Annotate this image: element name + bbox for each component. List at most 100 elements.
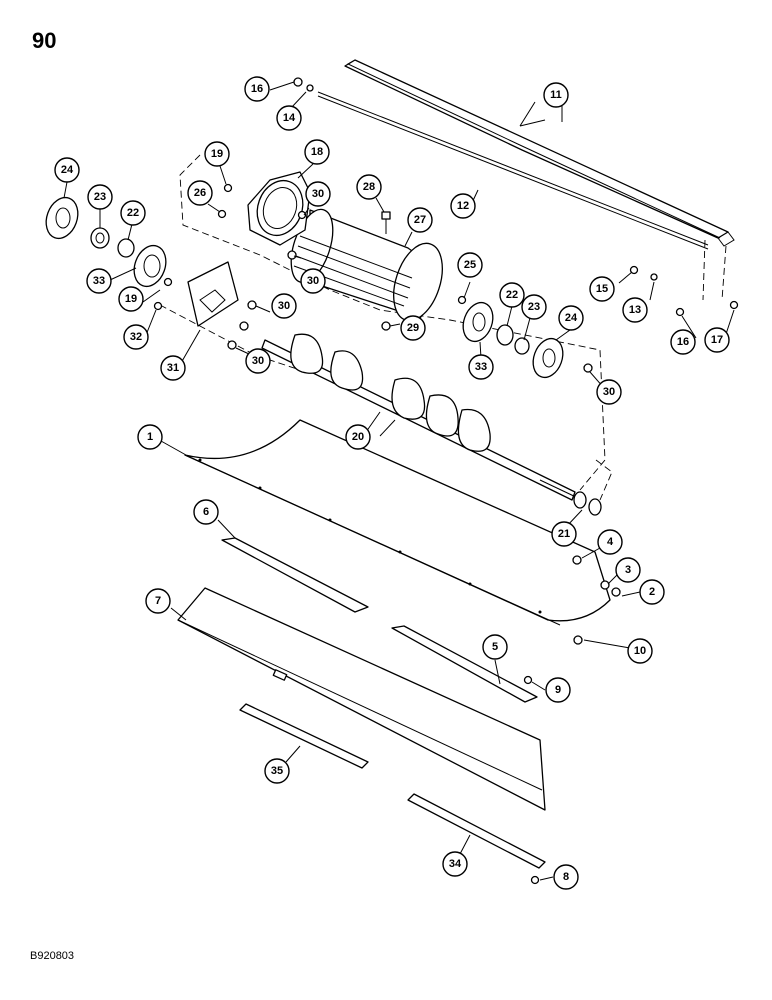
callout-label: 19 [211, 148, 223, 160]
callout-label: 15 [596, 283, 608, 295]
callout: 30 [245, 348, 271, 374]
callout-label: 5 [492, 641, 498, 653]
callout-label: 4 [607, 536, 614, 548]
rod [317, 91, 709, 250]
callout: 1 [137, 424, 163, 450]
trough [184, 419, 611, 626]
callout: 24 [558, 305, 584, 331]
callout: 26 [187, 180, 213, 206]
callout: 24 [54, 157, 80, 183]
strip-35 [239, 703, 369, 769]
callout: 21 [551, 521, 577, 547]
callout-label: 33 [475, 361, 487, 373]
callout: 31 [160, 355, 186, 381]
callout-label: 31 [167, 362, 179, 374]
callout: 25 [457, 252, 483, 278]
callout: 23 [87, 184, 113, 210]
callout-label: 8 [563, 871, 569, 883]
assembly-outline [179, 154, 613, 501]
callout-label: 29 [407, 322, 419, 334]
callout-label: 30 [252, 355, 264, 367]
callout-label: 23 [528, 301, 540, 313]
callout: 28 [356, 174, 382, 200]
callout-label: 16 [251, 83, 263, 95]
callout: 3 [615, 557, 641, 583]
callout: 22 [499, 282, 525, 308]
callout: 35 [264, 758, 290, 784]
callout: 5 [482, 634, 508, 660]
callout-label: 2 [649, 586, 655, 598]
callout: 8 [553, 864, 579, 890]
callout-label: 17 [711, 334, 723, 346]
callout-label: 35 [271, 765, 283, 777]
right-bearing-stack [462, 301, 564, 379]
callout-label: 25 [464, 259, 476, 271]
callout: 17 [704, 327, 730, 353]
callout-label: 20 [352, 431, 364, 443]
callout: 19 [118, 286, 144, 312]
page-number: 90 [32, 28, 57, 53]
callout: 4 [597, 529, 623, 555]
callout: 30 [305, 181, 331, 207]
callout: 30 [596, 379, 622, 405]
callout: 20 [345, 424, 371, 450]
callout: 22 [120, 200, 146, 226]
left-bearing-stack [45, 196, 167, 288]
callout: 14 [276, 105, 302, 131]
figure-code: B920803 [30, 950, 75, 962]
callout-label: 7 [155, 595, 161, 607]
auger [261, 333, 579, 501]
bearing-flange [247, 171, 311, 246]
callout-label: 3 [625, 564, 631, 576]
callout-label: 16 [677, 336, 689, 348]
callout: 27 [407, 207, 433, 233]
callout-label: 1 [147, 431, 153, 443]
callout-label: 14 [283, 112, 296, 124]
callout-label: 22 [127, 207, 139, 219]
bolt [381, 211, 391, 234]
callout: 15 [589, 276, 615, 302]
callout: 16 [244, 76, 270, 102]
strip-34 [407, 793, 546, 869]
callout-label: 24 [565, 312, 578, 324]
callout-label: 27 [414, 214, 426, 226]
callout-label: 12 [457, 200, 469, 212]
top-shield [344, 59, 735, 247]
callout: 33 [468, 354, 494, 380]
plate-upper-left [221, 537, 369, 613]
callout: 34 [442, 851, 468, 877]
callout-label: 34 [449, 858, 462, 870]
callout-label: 21 [558, 528, 570, 540]
callout-label: 26 [194, 187, 206, 199]
callout: 30 [271, 293, 297, 319]
nut [381, 321, 391, 331]
callout: 7 [145, 588, 171, 614]
callout-label: 33 [93, 275, 105, 287]
callout: 30 [300, 268, 326, 294]
callout-label: 23 [94, 191, 106, 203]
callout-label: 6 [203, 506, 209, 518]
callout-label: 11 [550, 89, 562, 101]
callout-label: 30 [307, 275, 319, 287]
callout-label: 9 [555, 684, 561, 696]
callout-label: 22 [506, 289, 518, 301]
callout: 18 [304, 139, 330, 165]
callout: 29 [400, 315, 426, 341]
bracket-link-line [159, 304, 301, 371]
callout-label: 32 [130, 331, 142, 343]
shield-link-line [702, 239, 727, 301]
callout: 2 [639, 579, 665, 605]
callout-label: 24 [61, 164, 74, 176]
callout-label: 30 [312, 188, 324, 200]
callout: 6 [193, 499, 219, 525]
callout: 33 [86, 268, 112, 294]
callout-label: 13 [629, 304, 641, 316]
bracket-plate [187, 261, 239, 327]
callout: 13 [622, 297, 648, 323]
plate-upper-right [391, 625, 538, 703]
callout-label: 30 [278, 300, 290, 312]
callout-label: 28 [363, 181, 375, 193]
callout: 11 [543, 82, 569, 108]
deflector-sheet [177, 587, 546, 811]
callout-label: 19 [125, 293, 137, 305]
